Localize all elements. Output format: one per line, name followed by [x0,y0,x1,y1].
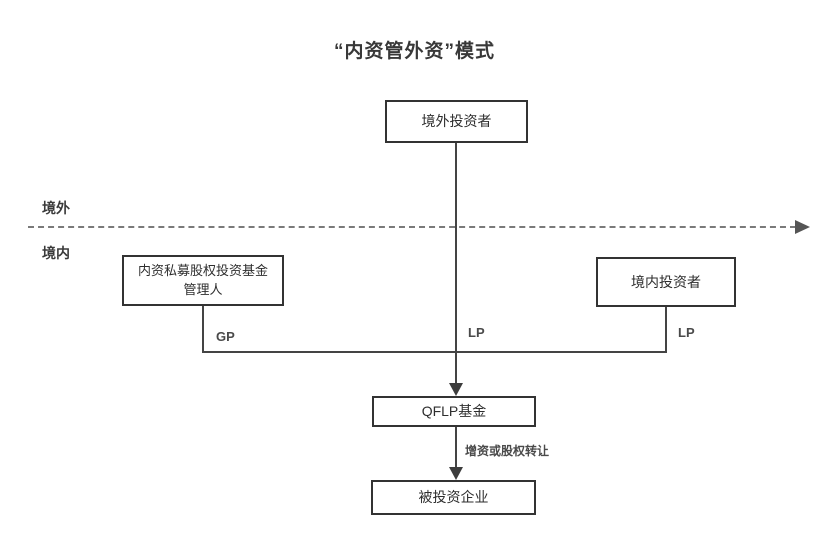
lp-label-center: LP [468,325,485,340]
onshore-region-label: 境内 [42,245,70,261]
border-dashed-line [28,226,796,228]
gp-label: GP [216,329,235,344]
node-qflp-fund: QFLP基金 [372,396,536,427]
edge-horizontal-connector [202,351,667,353]
edge-qflp-to-investee [455,427,457,469]
lp-label-right: LP [678,325,695,340]
edge-domestic-investor-down [665,307,667,353]
arrow-down-icon [449,467,463,480]
node-investee-company: 被投资企业 [371,480,536,515]
arrow-right-icon [795,220,810,234]
arrow-down-icon [449,383,463,396]
edge-manager-down [202,305,204,353]
node-offshore-investor: 境外投资者 [385,100,528,143]
diagram-title: “内资管外资”模式 [333,41,495,62]
node-domestic-pe-fund-manager: 内资私募股权投资基金 管理人 [122,255,284,306]
edge-offshore-investor-to-qflp [455,143,457,385]
investment-method-label: 增资或股权转让 [465,444,550,458]
node-domestic-investor: 境内投资者 [596,257,736,307]
offshore-region-label: 境外 [42,200,70,216]
